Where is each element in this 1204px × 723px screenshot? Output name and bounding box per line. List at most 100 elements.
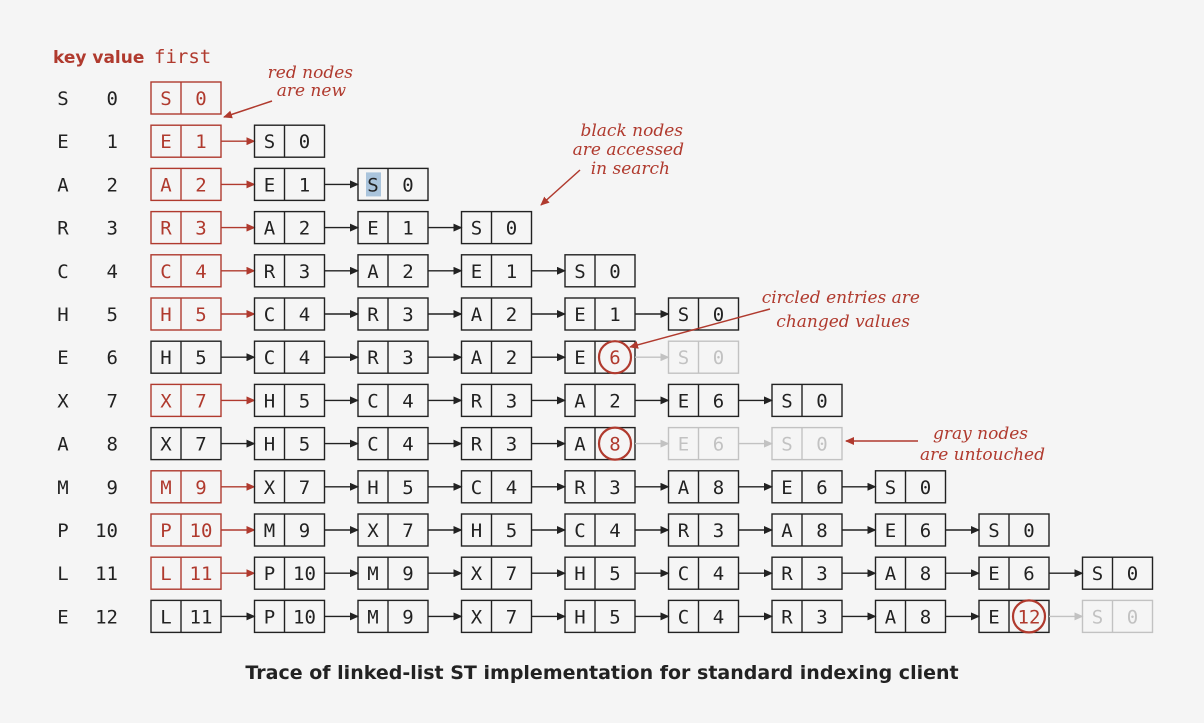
node-value: 3 [816, 606, 827, 628]
node-value: 4 [299, 347, 310, 369]
first-header: first [154, 46, 211, 68]
node-key: A [885, 606, 897, 628]
figure-caption: Trace of linked-list ST implementation f… [245, 662, 959, 684]
annotation-black-arrow [540, 169, 581, 206]
node-value: 4 [402, 390, 413, 412]
node-key: R [367, 304, 379, 326]
node-value: 3 [609, 477, 620, 499]
node-value: 9 [402, 606, 413, 628]
node-key: S [885, 477, 896, 499]
node-value: 0 [299, 131, 310, 153]
row-key: R [57, 218, 69, 240]
node-value: 4 [713, 563, 724, 585]
node-key: A [885, 563, 897, 585]
node-value: 8 [920, 606, 931, 628]
row-key: E [57, 131, 68, 153]
annotation-black-line-3: in search [591, 159, 670, 179]
node-value: 1 [195, 131, 206, 153]
node-key: A [160, 174, 172, 196]
node-box [1081, 599, 1154, 634]
node-box [771, 383, 843, 418]
node-key: E [988, 563, 999, 585]
node-key: E [885, 520, 896, 542]
node-value: 0 [1127, 606, 1138, 628]
node-box [253, 124, 326, 158]
row-key: X [57, 390, 69, 412]
node-key: S [367, 174, 378, 196]
node-value: 2 [506, 347, 517, 369]
node-value: 5 [609, 606, 620, 628]
node-value: 6 [713, 390, 724, 412]
row-key: L [57, 563, 68, 585]
node-value: 7 [195, 434, 206, 456]
node-key: P [264, 563, 275, 585]
node-value: 11 [190, 563, 213, 585]
row-key: M [57, 477, 68, 499]
node-value: 0 [713, 347, 724, 369]
node-key: H [264, 434, 275, 456]
node-key: A [574, 434, 586, 456]
node-key: S [988, 520, 999, 542]
node-key: R [678, 520, 690, 542]
node-key: S [1092, 563, 1103, 585]
node-key: S [781, 390, 792, 412]
node-key: X [367, 520, 379, 542]
node-key: S [264, 131, 275, 153]
row-key: E [57, 347, 68, 369]
node-box [564, 254, 636, 288]
node-box [667, 340, 740, 374]
node-value: 3 [816, 563, 827, 585]
node-key: S [471, 218, 482, 240]
row-value: 7 [107, 390, 118, 412]
row-value: 1 [107, 131, 118, 153]
node-key: A [471, 347, 483, 369]
node-box [667, 297, 740, 331]
node-key: M [367, 606, 378, 628]
node-key: M [264, 520, 275, 542]
row-key: S [57, 88, 68, 110]
node-value: 2 [506, 304, 517, 326]
node-value: 4 [402, 434, 413, 456]
node-value: 5 [299, 434, 310, 456]
node-value: 6 [1023, 563, 1034, 585]
node-value: 1 [506, 261, 517, 283]
node-value: 3 [299, 261, 310, 283]
node-key: E [574, 347, 585, 369]
node-value: 6 [920, 520, 931, 542]
key-highlight [366, 172, 381, 197]
node-key: C [367, 390, 378, 412]
node-value: 5 [402, 477, 413, 499]
node-key: X [264, 477, 276, 499]
row-value: 10 [95, 520, 118, 542]
node-value: 6 [609, 347, 620, 369]
row-value: 0 [107, 88, 118, 110]
node-key: A [678, 477, 690, 499]
